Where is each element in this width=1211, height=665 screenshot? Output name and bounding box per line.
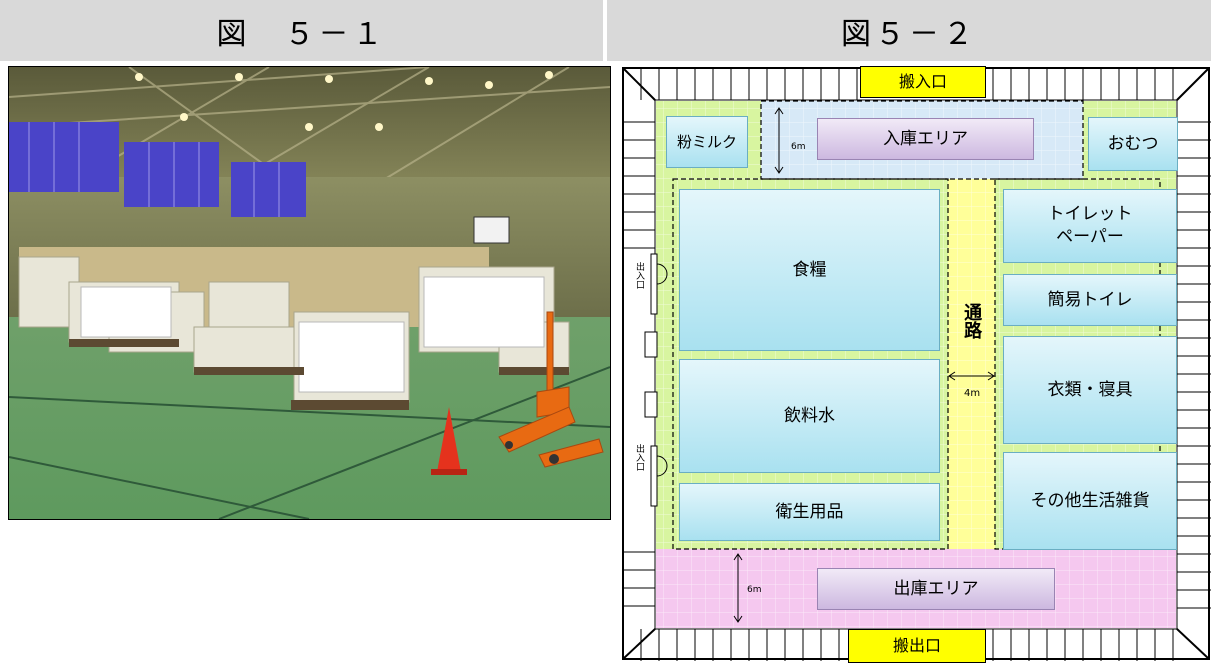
zone-toilet-paper-line2: ペーパー xyxy=(1056,227,1124,247)
zone-water: 飲料水 xyxy=(679,359,940,473)
side-door-label-lower: 出入口 xyxy=(634,444,644,471)
aisle-width-label: 4m xyxy=(964,388,981,399)
figure-5-2-title: 図５－２ xyxy=(607,0,1211,61)
warehouse-floor-plan: 搬入口 搬出口 出入口 出入口 粉ミルク 入庫エリア 6m おむつ 食糧 飲料水… xyxy=(621,66,1211,663)
outbound-depth-label: 6m xyxy=(747,585,762,595)
zone-diapers: おむつ xyxy=(1088,117,1178,171)
outbound-area-label: 出庫エリア xyxy=(817,568,1055,610)
entrance-door-label: 搬入口 xyxy=(860,66,986,98)
aisle-label: 通路 xyxy=(961,303,983,339)
zone-powdered-milk: 粉ミルク xyxy=(666,116,748,168)
figure-5-1-title: 図 ５－１ xyxy=(0,0,603,61)
zone-toilet-paper-line1: トイレット xyxy=(1047,204,1133,225)
zone-toilet-paper: トイレット ペーパー xyxy=(1003,189,1177,263)
exit-door-label: 搬出口 xyxy=(848,629,986,663)
zone-other-goods: その他生活雑貨 xyxy=(1003,452,1177,550)
zone-food: 食糧 xyxy=(679,189,940,351)
warehouse-photo xyxy=(8,66,611,520)
inbound-depth-label: 6m xyxy=(791,142,806,152)
zone-portable-toilet: 簡易トイレ xyxy=(1003,274,1177,326)
inbound-area-label: 入庫エリア xyxy=(817,118,1034,160)
zone-clothing-bedding: 衣類・寝具 xyxy=(1003,336,1177,444)
zone-hygiene: 衛生用品 xyxy=(679,483,940,541)
side-door-label-upper: 出入口 xyxy=(634,262,644,289)
